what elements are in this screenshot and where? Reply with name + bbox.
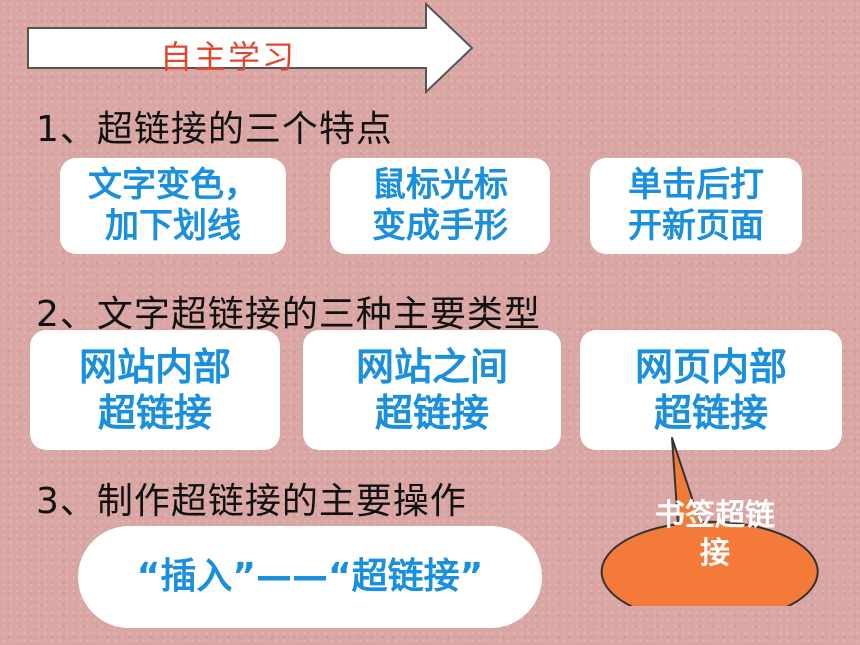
card-line: 网站内部 (78, 344, 231, 389)
type-card-between-sites: 网站之间超链接 (303, 330, 561, 450)
card-line: 超链接 (374, 391, 489, 435)
callout-line: 接 (700, 535, 730, 571)
feature-card-hand-cursor: 鼠标光标变成手形 (330, 158, 550, 254)
operation-pill: “插入”——“超链接” (78, 526, 542, 628)
card-line: 加下划线 (105, 206, 241, 246)
feature-card-open-page: 单击后打开新页面 (590, 158, 802, 254)
card-line: 变成手形 (372, 206, 508, 246)
card-line: 网站之间 (355, 344, 508, 389)
section1-heading: 1、超链接的三个特点 (36, 109, 393, 150)
card-line: 文字变色， (88, 164, 258, 205)
card-line: 超链接 (97, 391, 212, 435)
callout-label: 书签超链 接 (630, 497, 800, 572)
callout-bubble-shape (600, 437, 819, 606)
feature-card-color-underline: 文字变色，加下划线 (60, 158, 286, 254)
arrow-banner-shape (27, 2, 474, 94)
card-line: 开新页面 (628, 206, 764, 246)
type-card-within-page: 网页内部超链接 (580, 330, 842, 450)
banner-label: 自主学习 (160, 38, 297, 76)
section3-heading: 3、制作超链接的主要操作 (36, 481, 467, 522)
card-line: 单击后打 (628, 164, 764, 205)
type-card-internal-site: 网站内部超链接 (30, 330, 280, 450)
card-line: 鼠标光标 (372, 164, 508, 205)
card-line: 网页内部 (634, 344, 787, 389)
card-line: 超链接 (653, 391, 768, 435)
callout-line: 书签超链 (655, 498, 775, 533)
section2-heading: 2、文字超链接的三种主要类型 (36, 294, 541, 335)
